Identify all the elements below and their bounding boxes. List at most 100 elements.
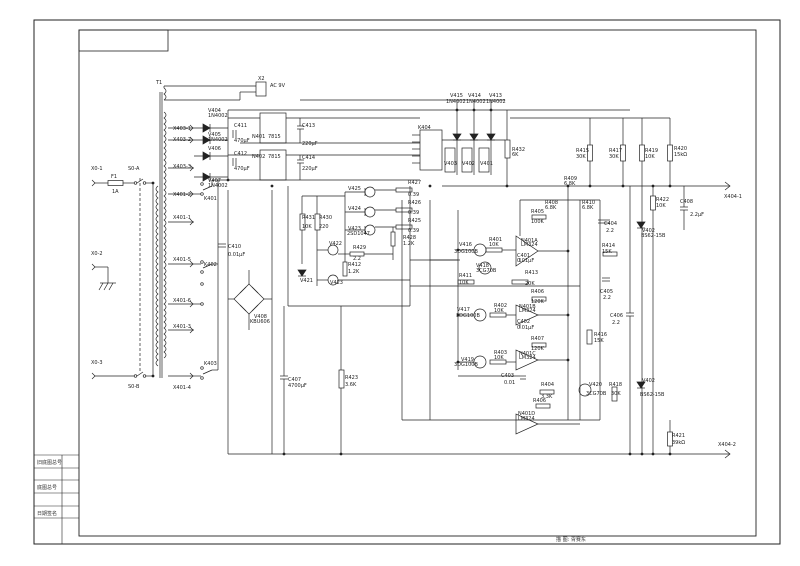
- label-r409: R409: [564, 176, 577, 182]
- label-c410: C410: [228, 244, 241, 250]
- label-c408: C408: [680, 199, 693, 205]
- label-r425: R425: [408, 218, 421, 224]
- label-bs62-a: BS62-15B: [641, 233, 666, 239]
- label-c412-val: 470μF: [234, 166, 250, 172]
- label-r420-val: 15kΩ: [674, 152, 687, 158]
- label-v418-type: 3CG70B: [476, 268, 497, 274]
- label-v415: V415: [450, 93, 463, 99]
- label-lm324-d: LM324: [518, 416, 535, 422]
- label-r431: R431: [302, 215, 315, 221]
- label-r432-val: 6K: [512, 152, 519, 158]
- label-n401: N401: [252, 134, 265, 140]
- label-kbu: KBU606: [250, 319, 270, 325]
- label-c405: C405: [600, 289, 613, 295]
- label-r428: R428: [403, 235, 416, 241]
- label-x403-1: X403-1: [173, 126, 191, 132]
- label-r421: R421: [672, 433, 685, 439]
- label-v405-type: 1N4002: [208, 137, 228, 143]
- label-r401: R401: [489, 237, 502, 243]
- input-wiring: [91, 178, 154, 380]
- label-x403-3: X403-3: [173, 164, 191, 170]
- label-r431-val: 10K: [302, 224, 312, 230]
- label-n401c: N401C: [519, 351, 536, 357]
- label-c405-val: 2.2: [603, 295, 611, 301]
- label-r426: R426: [408, 200, 421, 206]
- label-c406: C406: [610, 313, 623, 319]
- label-v403: V403: [444, 161, 457, 167]
- label-r423-val: 3.6K: [345, 382, 357, 388]
- label-c410-val: 0.01μF: [228, 252, 245, 258]
- label-7815-a: 7815: [268, 134, 281, 140]
- label-s0a: S0-A: [128, 166, 140, 172]
- label-c403: C403: [501, 373, 514, 379]
- label-k404: K404: [418, 125, 431, 131]
- label-r423: R423: [345, 375, 358, 381]
- label-x404-2: X404-2: [718, 442, 736, 448]
- label-n402: N402: [252, 154, 265, 160]
- label-r402: R402: [494, 303, 507, 309]
- title-block-row-3: 日期签名: [37, 510, 57, 517]
- label-c401-val: 0.01μF: [517, 258, 534, 264]
- label-v416-type: 3DG100B: [454, 249, 478, 255]
- label-c413: C413: [302, 123, 315, 129]
- label-r405: R405: [531, 209, 544, 215]
- label-r413: R413: [525, 270, 538, 276]
- label-c404-val: 2.2: [606, 228, 614, 234]
- output-arrows: [724, 181, 731, 459]
- label-c402: C402: [517, 319, 530, 325]
- label-v413: V413: [489, 93, 502, 99]
- label-r408-val: 6.8K: [545, 205, 557, 211]
- label-r414: R414: [602, 243, 615, 249]
- label-r406: R406: [531, 289, 544, 295]
- label-r426-val: 0.39: [408, 210, 419, 216]
- label-r416-val: 15K: [594, 338, 604, 344]
- label-r430: R430: [319, 215, 332, 221]
- label-r422-val: 10K: [656, 203, 666, 209]
- label-v420: V420: [589, 382, 602, 388]
- label-r417-val: 30K: [609, 154, 619, 160]
- label-v420-type: 3CG70B: [586, 391, 607, 397]
- label-c406-val: 2.2: [612, 320, 620, 326]
- label-c414-val: 220μF: [302, 166, 318, 172]
- label-x401-6: X401-6: [173, 298, 191, 304]
- label-r412-val: 1.2K: [348, 269, 360, 275]
- label-r405-val: 100K: [531, 219, 545, 225]
- label-c401: C401: [517, 253, 530, 259]
- label-r401-val: 10K: [489, 242, 499, 248]
- label-r407-val: 120K: [531, 346, 545, 352]
- top-diode-group: [442, 100, 511, 186]
- label-r429-val: 2.2: [353, 256, 361, 262]
- label-v414-type: 1N4002: [466, 99, 486, 105]
- label-r427-val: 0.39: [408, 192, 419, 198]
- label-r407: R407: [531, 336, 544, 342]
- label-r419: R419: [645, 148, 658, 154]
- control-section: [401, 186, 646, 454]
- label-r410-val: 6.8K: [582, 205, 594, 211]
- drawing-frame: [33, 19, 781, 545]
- label-v424: V424: [348, 206, 361, 212]
- label-r425-val: 0.39: [408, 228, 419, 234]
- label-v413-type: 1N4002: [486, 99, 506, 105]
- label-v417-type: 3DG100B: [456, 313, 480, 319]
- label-v404: V404: [208, 108, 221, 114]
- label-t1: T1: [155, 80, 162, 86]
- label-r420: R420: [674, 146, 687, 152]
- label-v423-type: 2SD1047: [347, 231, 370, 237]
- label-v417: V417: [457, 307, 470, 313]
- title-block-row-2: 底图总号: [37, 484, 57, 491]
- label-c411: C411: [234, 123, 247, 129]
- label-v402-r: V402: [642, 228, 655, 234]
- label-v407-type: 1N4002: [208, 183, 228, 189]
- label-c408-val: 2.2μF: [690, 212, 704, 218]
- label-r409-val: 6.8K: [564, 181, 576, 187]
- label-v418: V418: [476, 263, 489, 269]
- label-x2: X2: [258, 76, 265, 82]
- label-r418: R418: [609, 382, 622, 388]
- label-r422: R422: [656, 197, 669, 203]
- label-r430-val: 220: [319, 224, 329, 230]
- label-r415: R415: [576, 148, 589, 154]
- label-c404: C404: [604, 221, 617, 227]
- power-transistor-cluster: [287, 186, 460, 307]
- title-block-row-1: 旧底图总号: [37, 459, 62, 466]
- label-x403-2: X403-2: [173, 137, 191, 143]
